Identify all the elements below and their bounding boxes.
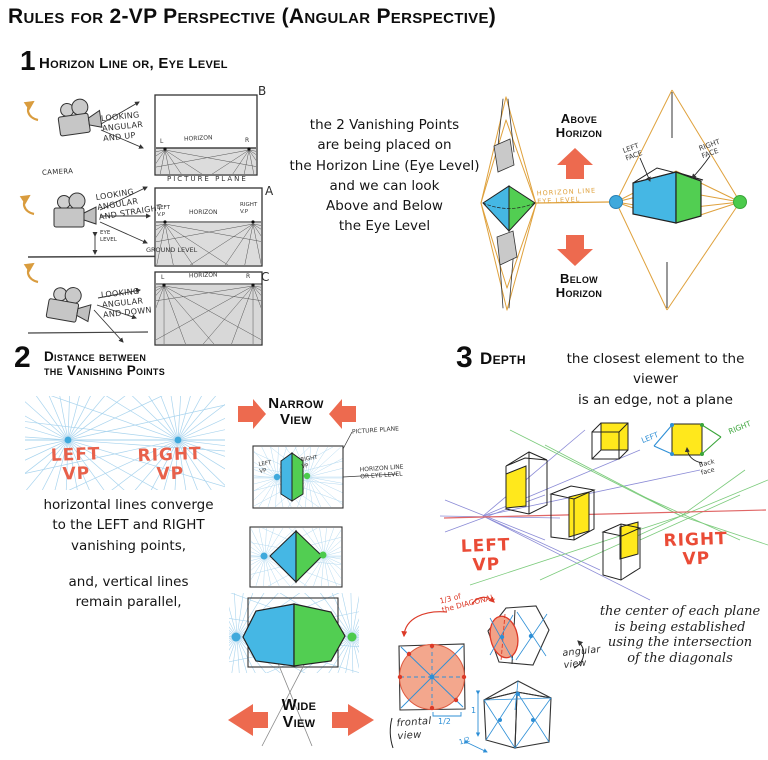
- left-vp-dot: [260, 552, 268, 560]
- above-horizon-arrow: [557, 148, 593, 266]
- frame-a-letter: A: [265, 184, 274, 198]
- half-measure-bracket: [432, 712, 462, 717]
- picture-frame-c: [154, 271, 263, 346]
- picture-frame-a: [154, 187, 263, 267]
- wide-view-diagram: [229, 593, 359, 747]
- left-vp-label: LEFT VP: [460, 535, 511, 576]
- section2-heading: Distance between the Vanishing Points: [44, 349, 166, 379]
- arrow-left-icon: [228, 704, 268, 736]
- section1-paragraph: the 2 Vanishing Points are being placed …: [289, 117, 480, 235]
- camera-row-1: [23, 96, 144, 149]
- right-vp-dot: [303, 472, 311, 480]
- edge-on-diamond-sketch: [480, 96, 610, 311]
- right-vp-lines: [469, 429, 768, 586]
- camera-icon: [45, 283, 94, 325]
- eye-level-label: EYE LEVEL: [100, 230, 117, 243]
- red-curved-arrow-icon: [401, 611, 448, 638]
- narrow-view-diagram: [252, 431, 398, 509]
- one-measure: 1: [471, 706, 477, 715]
- horizon-eyelevel-note: HORIZON LINE EYE LEVEL: [536, 186, 597, 206]
- frame-b-letter: B: [258, 84, 267, 98]
- right-vp-dot: [733, 195, 747, 209]
- arrow-left-icon: [329, 399, 356, 429]
- arrow-up-icon: [557, 148, 593, 179]
- left-vp-dot: [231, 632, 241, 642]
- frontal-view-label: frontal view: [396, 715, 432, 742]
- arrow-down-icon: [557, 235, 593, 266]
- right-vp-label: RIGHT VP: [663, 528, 729, 570]
- frame-b-horizon-label: HORIZON: [183, 134, 213, 143]
- left-vp-dot: [64, 436, 72, 444]
- frame-b-left-label: L: [160, 138, 164, 145]
- left-vp-label: LEFT VP: [50, 444, 101, 485]
- right-vp-dot: [174, 436, 182, 444]
- ground-level-label: GROUND LEVEL: [146, 246, 198, 254]
- section2-number: 2: [14, 341, 31, 374]
- ground-line: [27, 331, 149, 334]
- frame-c-letter: C: [261, 270, 270, 284]
- camera1-caption: LOOKING ANGULAR AND UP: [100, 110, 144, 144]
- frame-a-rightvp-label: RIGHT V.P: [240, 202, 258, 215]
- frontal-square-sketch: [389, 643, 467, 749]
- section1-heading: Horizon Line or, Eye Level: [39, 55, 228, 72]
- camera-label: CAMERA: [41, 167, 74, 177]
- camera-icon: [55, 96, 103, 137]
- horizon-line: [535, 201, 610, 204]
- camera3-caption: LOOKING ANGULAR AND DOWN: [100, 286, 153, 320]
- section3-number: 3: [456, 341, 473, 374]
- angular-cube-sketch: [463, 680, 552, 753]
- depth-perspective-diagram: [439, 422, 768, 601]
- half-measure-a: 1/2: [438, 717, 451, 726]
- arrow-right-icon: [332, 704, 374, 736]
- narrow-leftvp-label: LEFT VP: [258, 460, 272, 475]
- frame-c-left-label: L: [161, 274, 165, 281]
- frame-c-horizon-label: HORIZON: [188, 271, 218, 280]
- frame-a-horizon-label: HORIZON: [189, 209, 218, 216]
- frame-c-right-label: R: [246, 273, 251, 280]
- page-title: Rules for 2-VP Perspective (Angular Pers…: [8, 5, 497, 28]
- section3-heading: Depth: [480, 349, 526, 368]
- perspective-cube-3: [601, 521, 642, 581]
- narrow-view-label: Narrow View: [268, 395, 324, 428]
- frame-a-leftvp-label: LEFT V.P: [157, 205, 170, 218]
- left-vp-dot: [609, 195, 623, 209]
- wide-view-label: Wide View: [281, 697, 317, 731]
- medium-view-diagram: [249, 526, 343, 588]
- section3-intro: the closest element to the viewer is an …: [566, 351, 745, 408]
- section2-paragraph1: horizontal lines converge to the LEFT an…: [43, 497, 214, 554]
- mini-cube-backface: [653, 423, 722, 464]
- section1-number: 1: [20, 45, 36, 76]
- picture-plane-label: PICTURE PLANE: [167, 175, 248, 183]
- section3-paragraph: the center of each plane is being establ…: [599, 604, 761, 666]
- two-vp-diamond-sketch: [609, 89, 747, 311]
- paren-mark: [389, 717, 394, 749]
- camera-row-3: [23, 262, 149, 343]
- curl-arrow-icon: [23, 100, 39, 122]
- above-horizon-label: Above Horizon: [555, 111, 603, 140]
- right-vp-dot: [347, 632, 357, 642]
- red-curved-arrow-icon: [471, 596, 495, 605]
- left-vp-dot: [273, 473, 281, 481]
- width-measure: [463, 739, 488, 753]
- picture-frame-b: [154, 94, 258, 176]
- below-horizon-label: Below Horizon: [555, 271, 603, 300]
- section2-paragraph2: and, vertical lines remain parallel,: [68, 574, 189, 611]
- perspective-cube-1: [505, 451, 548, 515]
- right-vp-dot: [319, 551, 327, 559]
- curved-arrow-icon: [573, 640, 585, 669]
- horizon-line: [443, 509, 767, 519]
- center-dot: [429, 674, 435, 680]
- angular-hexagon-sketch: [487, 605, 550, 666]
- camera-icon: [53, 192, 97, 228]
- curl-arrow-icon: [19, 194, 35, 216]
- right-vp-label: RIGHT VP: [137, 443, 203, 485]
- frame-b-right-label: R: [245, 137, 250, 144]
- horizon-eyelevel-note: HORIZON LINE OR EYE LEVEL: [359, 463, 404, 481]
- narrow-rightvp-label: RIGHT VP: [300, 454, 319, 470]
- curl-arrow-icon: [23, 262, 39, 284]
- arrow-right-icon: [238, 399, 266, 429]
- perspective-cube-2: [549, 485, 596, 541]
- mini-cube-wireframe: [591, 422, 629, 460]
